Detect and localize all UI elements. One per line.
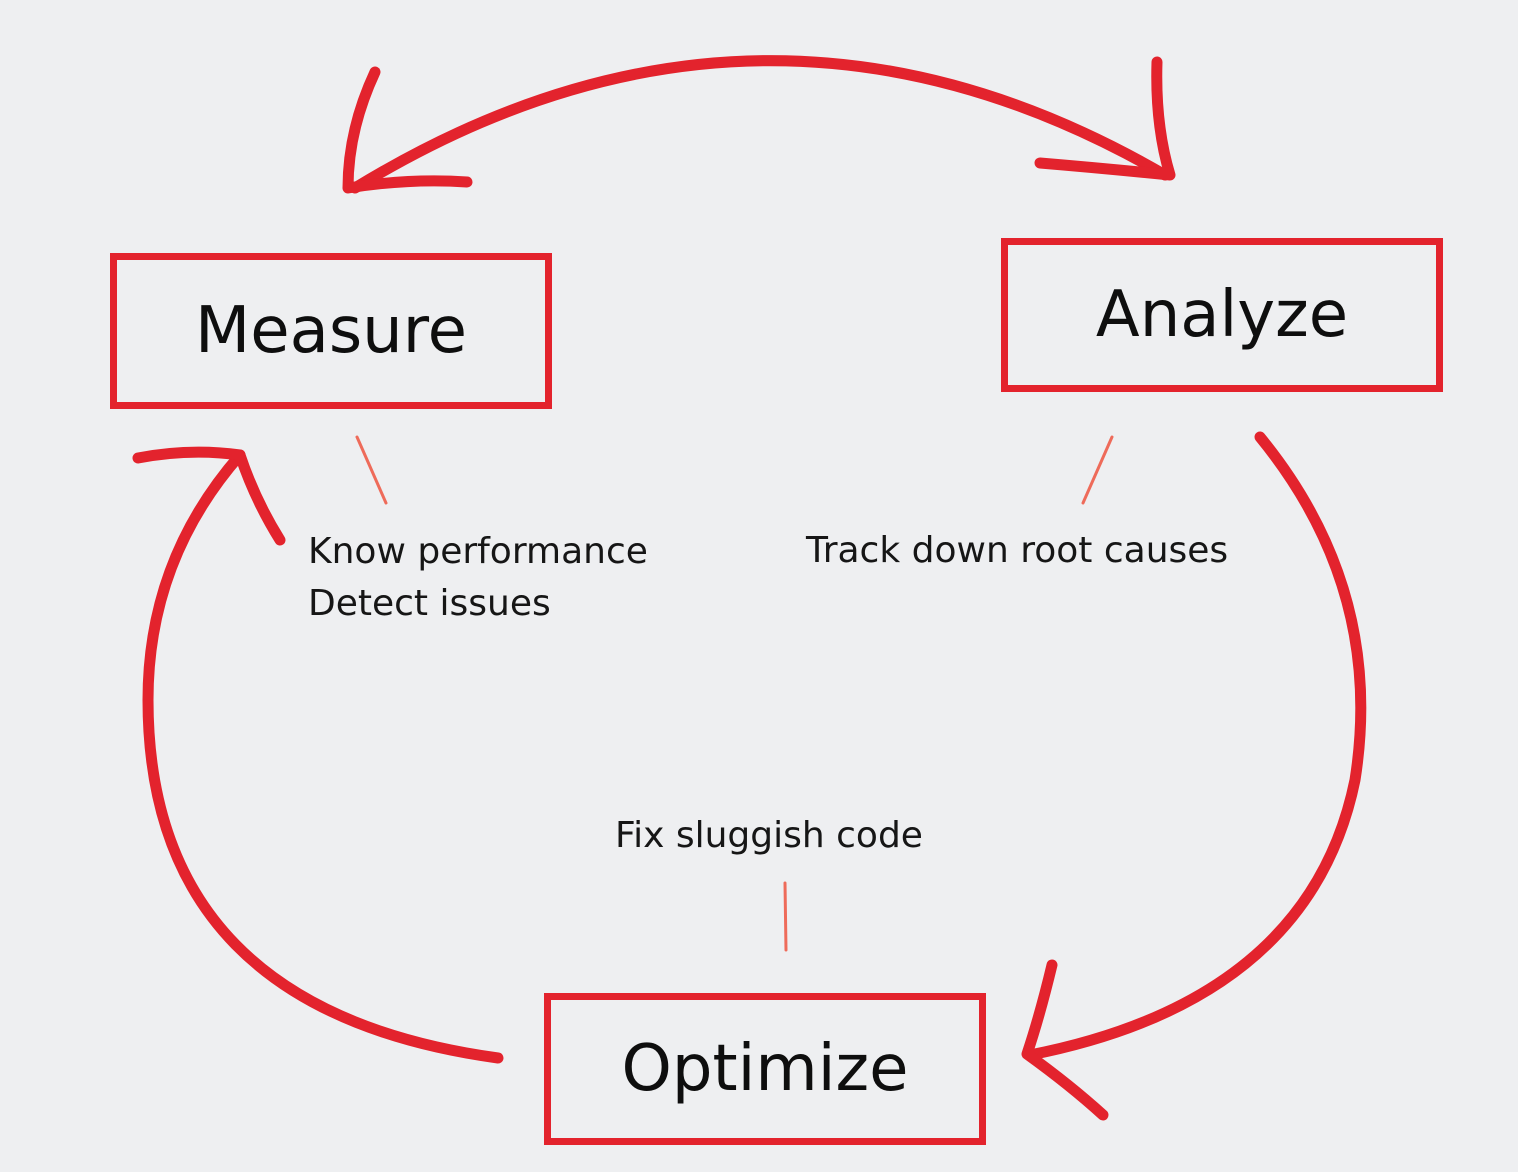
analyze-note-1: Track down root causes (806, 530, 1229, 571)
analyze-box: Analyze (1001, 238, 1443, 392)
arrowhead-measure-icon (342, 66, 473, 194)
measure-note-2: Detect issues (308, 583, 551, 624)
optimize-label: Optimize (621, 1032, 909, 1106)
optimize-box: Optimize (544, 993, 986, 1145)
analyze-notes: Track down root causes (806, 525, 1228, 577)
connector-optimize (783, 881, 788, 952)
measure-box: Measure (110, 253, 552, 409)
optimize-note-1: Fix sluggish code (615, 815, 923, 856)
analyze-label: Analyze (1095, 278, 1349, 352)
optimize-notes: Fix sluggish code (615, 810, 923, 862)
connector-measure (355, 435, 388, 505)
arrowhead-optimize-icon (1021, 959, 1109, 1121)
arrow-measure-analyze (349, 55, 1171, 194)
measure-note-1: Know performance (308, 531, 648, 572)
arrow-analyze-optimize (1024, 431, 1367, 1061)
arrowhead-analyze-icon (1034, 56, 1176, 181)
measure-label: Measure (195, 294, 467, 368)
arrowhead-measure-return-icon (132, 446, 286, 546)
measure-notes: Know performance Detect issues (308, 526, 648, 630)
arrow-optimize-measure (142, 449, 504, 1064)
connector-analyze (1081, 435, 1114, 505)
